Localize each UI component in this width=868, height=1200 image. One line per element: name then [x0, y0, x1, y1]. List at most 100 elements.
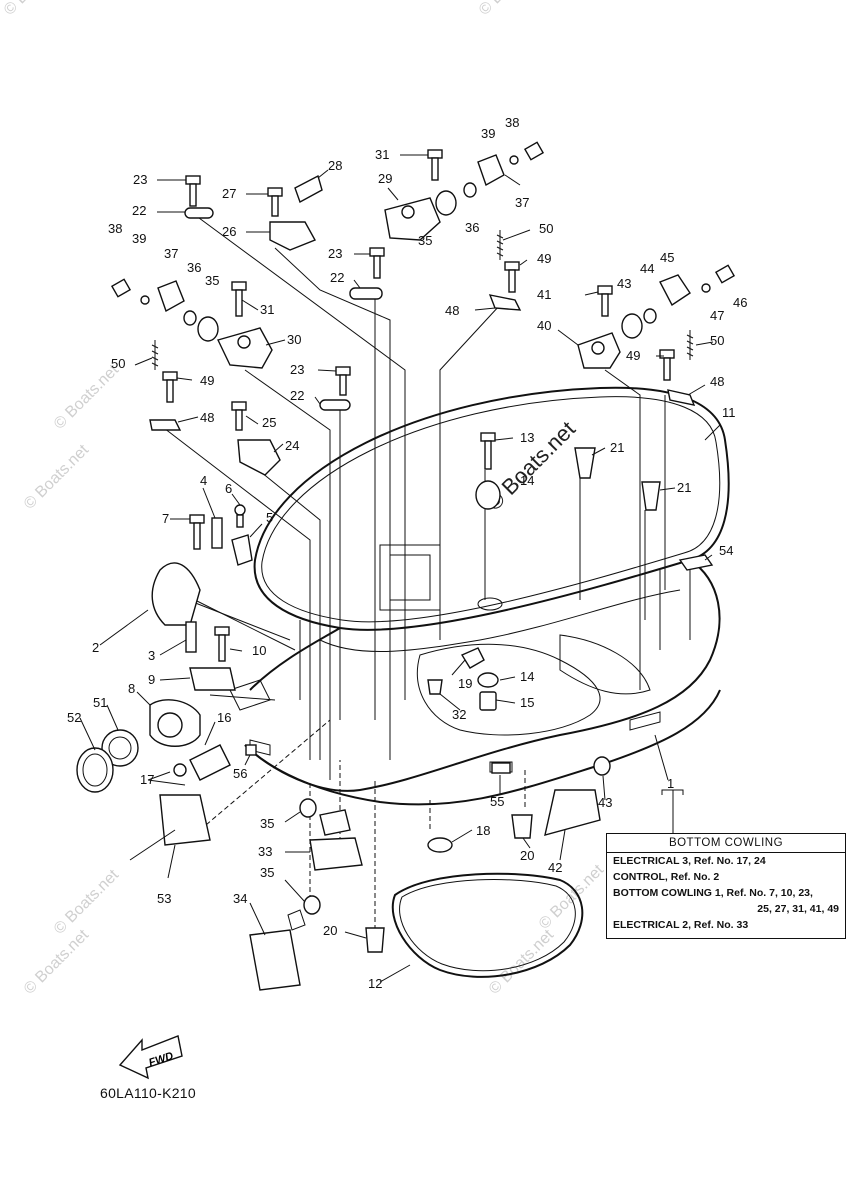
callout-22: 22	[330, 270, 344, 285]
bolt-10	[214, 626, 230, 662]
callout-1: 1	[667, 776, 674, 791]
bolt-41	[597, 285, 613, 317]
lever-2	[151, 562, 201, 626]
clip-28	[294, 174, 323, 204]
bushing-20-left	[365, 927, 385, 953]
plate-48-left	[149, 419, 182, 431]
callout-50: 50	[710, 333, 724, 348]
callout-42: 42	[548, 860, 562, 875]
callout-27: 27	[222, 186, 236, 201]
bolts	[110, 141, 736, 662]
seal-12	[391, 872, 584, 978]
callout-11: 11	[722, 405, 736, 420]
washer-39-top	[509, 155, 519, 165]
watermark: © Boats.net	[51, 866, 123, 938]
watermark: © Boats.net	[536, 861, 608, 933]
connector-19	[460, 647, 485, 669]
bolt-23-mid	[369, 247, 385, 279]
plate-48-right	[667, 389, 696, 406]
callout-47: 47	[710, 308, 724, 323]
callout-56: 56	[233, 766, 247, 781]
bushing-21-top	[574, 447, 596, 479]
bracket-42	[544, 789, 601, 836]
callout-18: 18	[476, 823, 490, 838]
callout-36: 36	[187, 260, 201, 275]
callout-14: 14	[520, 473, 534, 488]
bolt-49-top	[504, 261, 520, 293]
watermark: © Boats.net	[1, 0, 73, 19]
reference-box-title: BOTTOM COWLING	[607, 834, 845, 853]
watermark: © Boats.net	[21, 441, 93, 513]
callout-19: 19	[458, 676, 472, 691]
washer-36-top	[463, 182, 477, 198]
grommet-35-bottom	[303, 895, 321, 915]
callout-35: 35	[418, 233, 432, 248]
bolt-38-left	[110, 278, 132, 298]
washer-44	[643, 308, 657, 324]
bracket-4	[211, 517, 223, 549]
callout-31: 31	[375, 147, 389, 162]
callout-12: 12	[368, 976, 382, 991]
callout-24: 24	[285, 438, 299, 453]
callout-25: 25	[262, 415, 276, 430]
spring-50-right	[686, 330, 694, 360]
callout-10: 10	[252, 643, 266, 658]
bracket-24	[237, 439, 281, 476]
callout-50: 50	[111, 356, 125, 371]
callout-49: 49	[200, 373, 214, 388]
callout-20: 20	[520, 848, 534, 863]
callout-22: 22	[290, 388, 304, 403]
callout-39: 39	[132, 231, 146, 246]
callout-15: 15	[520, 695, 534, 710]
bracket-26	[269, 221, 316, 251]
callout-54: 54	[719, 543, 733, 558]
grommet-43-low	[593, 756, 611, 776]
callout-21: 21	[610, 440, 624, 455]
spring-50-left	[151, 340, 159, 370]
screw-6	[234, 504, 246, 528]
callout-35: 35	[260, 816, 274, 831]
bolt-49-left	[162, 371, 178, 403]
grommet-35-top	[435, 190, 457, 216]
callout-41: 41	[537, 287, 551, 302]
callout-33: 33	[258, 844, 272, 859]
grommet-35-low	[299, 798, 317, 818]
callout-labels: 1234567891011121314141516171819202021212…	[67, 115, 747, 991]
label-54	[678, 554, 714, 571]
callout-31: 31	[260, 302, 274, 317]
washer-36-left	[183, 310, 197, 326]
callout-22: 22	[132, 203, 146, 218]
clip-37-left	[157, 280, 185, 313]
callout-37: 37	[164, 246, 178, 261]
tag-56	[245, 744, 257, 756]
boot-16	[189, 744, 231, 781]
watermark: © Boats.net	[21, 926, 93, 998]
callout-39: 39	[481, 126, 495, 141]
assembly-lines	[159, 214, 666, 930]
small-parts	[76, 154, 714, 991]
bracket-9	[189, 667, 236, 691]
clip-37-top	[477, 154, 505, 187]
callout-32: 32	[452, 707, 466, 722]
callout-2: 2	[92, 640, 99, 655]
callout-49: 49	[537, 251, 551, 266]
bolt-13	[480, 432, 496, 470]
bolt-31-top	[427, 149, 443, 181]
callout-48: 48	[445, 303, 459, 318]
clip-45	[659, 274, 691, 307]
callout-40: 40	[537, 318, 551, 333]
callout-51: 51	[93, 695, 107, 710]
figure-code: 60LA110-K210	[100, 1085, 196, 1101]
grommet-43	[621, 313, 643, 339]
callout-55: 55	[490, 794, 504, 809]
reference-line: BOTTOM COWLING 1, Ref. No. 7, 10, 23,	[613, 887, 813, 899]
callout-38: 38	[108, 221, 122, 236]
callout-17: 17	[140, 772, 154, 787]
plate-22-mid	[349, 287, 383, 300]
callout-43: 43	[598, 795, 612, 810]
reference-line: CONTROL, Ref. No. 2	[613, 871, 720, 883]
bushing-20-right	[511, 814, 533, 839]
grommet-35-left	[197, 316, 219, 342]
callout-9: 9	[148, 672, 155, 687]
callout-7: 7	[162, 511, 169, 526]
